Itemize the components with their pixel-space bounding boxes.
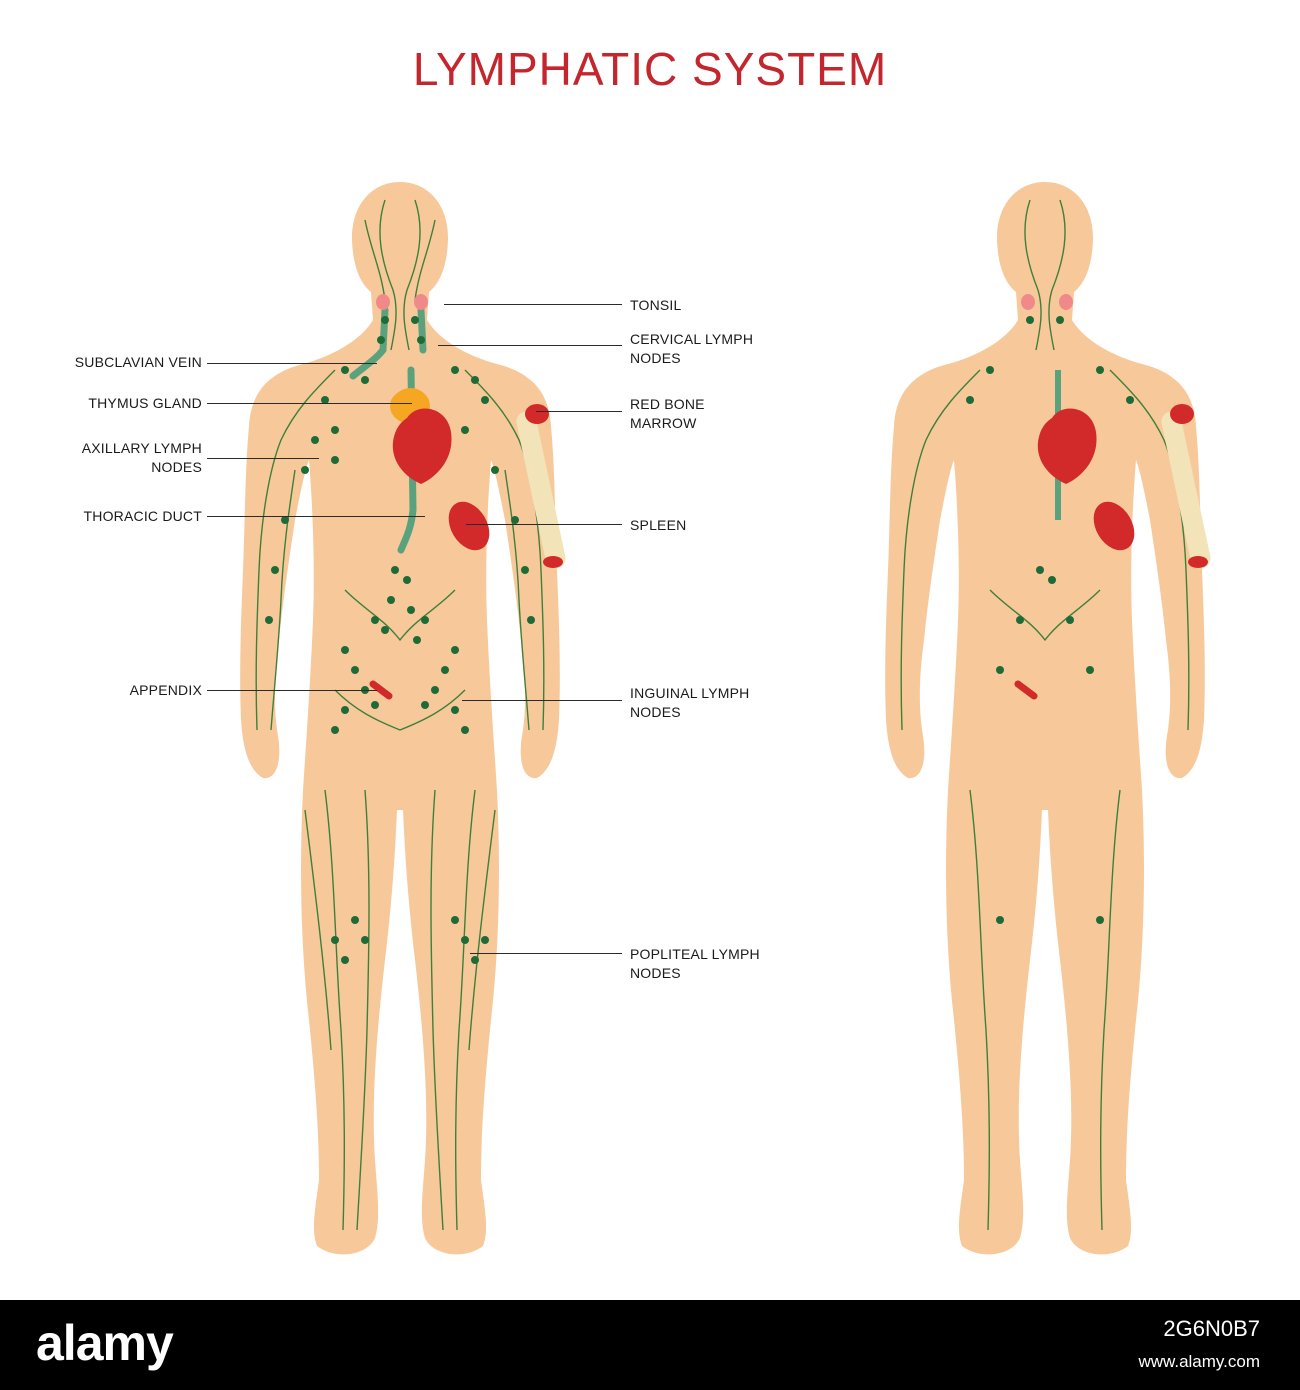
- label-thoracic-duct: THORACIC DUCT: [30, 507, 202, 526]
- diagram-title: LYMPHATIC SYSTEM: [0, 42, 1300, 96]
- leader-popliteal-lymph-nodes: [470, 953, 622, 954]
- label-cervical-lymph-nodes: CERVICAL LYMPH NODES: [630, 330, 753, 368]
- leader-thymus-gland: [207, 403, 412, 404]
- leader-thoracic-duct: [207, 516, 425, 517]
- body-silhouette: [240, 182, 560, 1254]
- leader-axillary-lymph-nodes: [207, 458, 319, 459]
- label-subclavian-vein: SUBCLAVIAN VEIN: [30, 353, 202, 372]
- alamy-logo: alamy: [36, 1314, 173, 1372]
- leader-inguinal-lymph-nodes: [462, 700, 622, 701]
- leader-red-bone-marrow: [536, 411, 622, 412]
- leader-cervical-lymph-nodes: [438, 345, 622, 346]
- leader-spleen: [466, 524, 622, 525]
- body-silhouette-copy: [885, 182, 1205, 1254]
- label-red-bone-marrow: RED BONE MARROW: [630, 395, 705, 433]
- leader-tonsil: [444, 304, 622, 305]
- label-popliteal-lymph-nodes: POPLITEAL LYMPH NODES: [630, 945, 760, 983]
- watermark-footer: alamy 2G6N0B7 www.alamy.com: [0, 1300, 1300, 1390]
- body-figure-labeled: [185, 170, 615, 1280]
- label-axillary-lymph-nodes: AXILLARY LYMPH NODES: [30, 439, 202, 477]
- label-appendix: APPENDIX: [30, 681, 202, 700]
- image-id: 2G6N0B7: [1163, 1317, 1260, 1341]
- label-thymus-gland: THYMUS GLAND: [30, 394, 202, 413]
- leader-subclavian-vein: [207, 363, 377, 364]
- label-inguinal-lymph-nodes: INGUINAL LYMPH NODES: [630, 684, 750, 722]
- body-figure-unlabeled: [830, 170, 1260, 1280]
- leader-appendix: [207, 690, 377, 691]
- label-tonsil: TONSIL: [630, 296, 682, 315]
- tonsil-shape: [376, 294, 390, 310]
- site-url: www.alamy.com: [1138, 1352, 1260, 1372]
- label-spleen: SPLEEN: [630, 516, 686, 535]
